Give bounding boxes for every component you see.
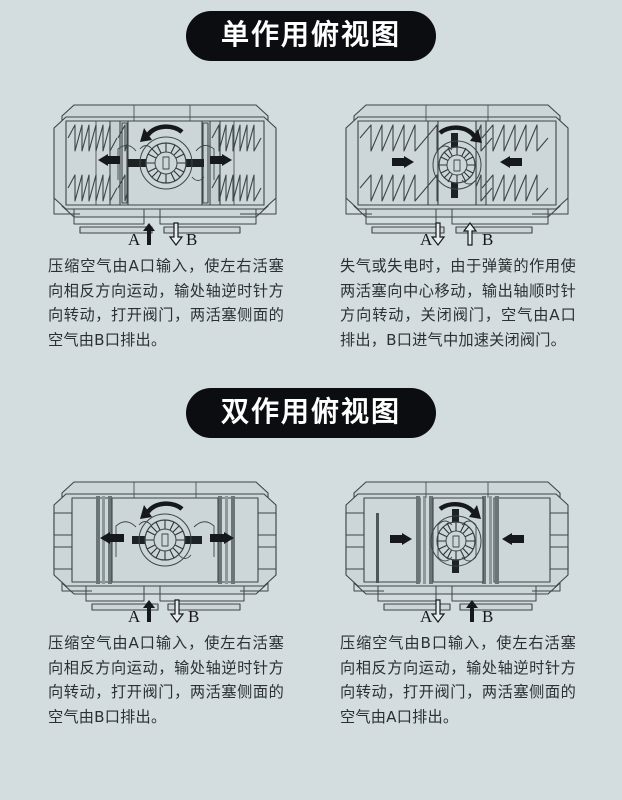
caption-single-acting-spring-return: 失气或失电时，由于弹簧的作用使两活塞向中心移动，输出轴顺时针方向转动，关闭阀门，…: [340, 257, 576, 350]
panel-double-acting-b-in: A B 压缩空气由B口输入，使左右活塞向相反方向运动，输处轴逆时针方向转动，打开…: [332, 465, 582, 730]
diagram-single-acting-air-in: A B: [40, 88, 290, 248]
diagram-row-single: A B 压缩空气由A口输入，使左右活塞向相反方向运动，输处轴逆时针方向转动，打开…: [0, 88, 622, 353]
port-a-label: A: [420, 230, 433, 248]
port-b-label: B: [482, 607, 493, 625]
port-a-arrow-solid-up: [143, 599, 155, 622]
panel-single-acting-spring-return: A B 失气或失电时，由于弹簧的作用使两活塞向中心移动，输出轴顺时针方向转动，关…: [332, 88, 582, 353]
diagram-single-acting-spring-return: A B: [332, 88, 582, 248]
port-a-arrow-hollow-down: [430, 222, 446, 247]
panel-double-acting-a-in: A B 压缩空气由A口输入，使左右活塞向相反方向运动，输处轴逆时针方向转动，打开…: [40, 465, 290, 730]
section-single-acting: 单作用俯视图: [0, 0, 622, 353]
port-a-label: A: [420, 607, 433, 625]
section-double-acting: 双作用俯视图: [0, 353, 622, 730]
title-wrap-double: 双作用俯视图: [0, 388, 622, 437]
diagram-row-double: A B 压缩空气由A口输入，使左右活塞向相反方向运动，输处轴逆时针方向转动，打开…: [0, 465, 622, 730]
caption-double-acting-a-in: 压缩空气由A口输入，使左右活塞向相反方向运动，输处轴逆时针方向转动，打开阀门，两…: [48, 633, 284, 726]
port-b-arrow-hollow-down: [169, 599, 185, 623]
port-b-label: B: [188, 607, 199, 625]
section-title-double-acting: 双作用俯视图: [186, 388, 435, 437]
port-a-arrow-solid-up: [143, 223, 155, 246]
panel-single-acting-air-in: A B 压缩空气由A口输入，使左右活塞向相反方向运动，输处轴逆时针方向转动，打开…: [40, 88, 290, 353]
title-wrap-single: 单作用俯视图: [0, 12, 622, 61]
port-b-arrow-hollow-up: [462, 222, 478, 246]
port-b-label: B: [482, 230, 493, 248]
diagram-double-acting-b-in: A B: [332, 465, 582, 625]
section-title-single-acting: 单作用俯视图: [186, 12, 435, 61]
caption-double-acting-b-in: 压缩空气由B口输入，使左右活塞向相反方向运动，输处轴逆时针方向转动，打开阀门，两…: [340, 633, 576, 726]
port-b-arrow-hollow-down: [168, 222, 184, 247]
port-a-arrow-hollow-down: [430, 599, 446, 623]
port-a-label: A: [128, 230, 141, 248]
caption-single-acting-air-in: 压缩空气由A口输入，使左右活塞向相反方向运动，输处轴逆时针方向转动，打开阀门，两…: [48, 257, 284, 350]
diagram-double-acting-a-in: A B: [40, 465, 290, 625]
port-b-label: B: [186, 230, 197, 248]
port-b-arrow-solid-up: [466, 599, 478, 622]
port-a-label: A: [128, 607, 141, 625]
